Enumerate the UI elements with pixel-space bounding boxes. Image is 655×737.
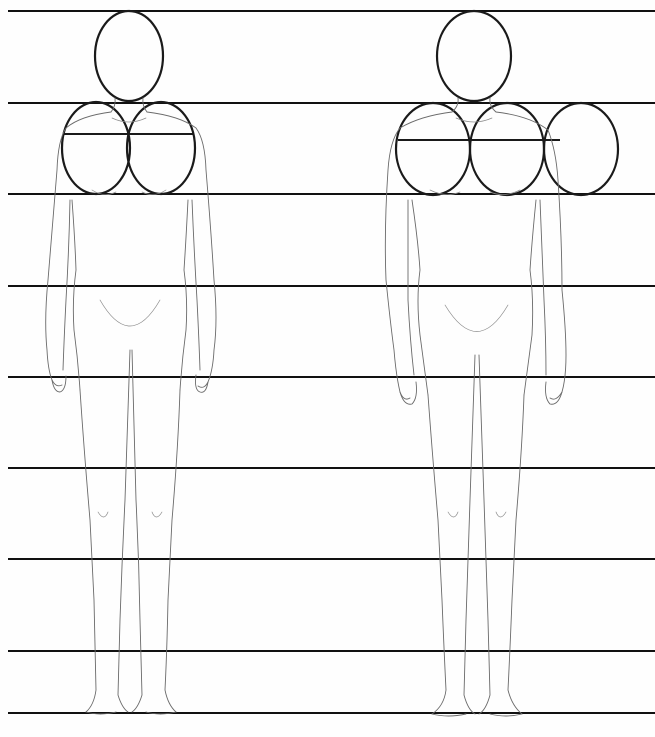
shoulder-circle-right-3 [544, 103, 618, 195]
body-details-right [430, 118, 520, 517]
body-outline-right [385, 98, 566, 716]
head-circle-right [437, 11, 511, 101]
shoulder-circle-left-2 [127, 102, 195, 194]
figure-left [46, 11, 216, 714]
guide-lines [8, 11, 655, 713]
shoulder-circle-right-2 [470, 103, 544, 195]
body-outline-left [46, 98, 216, 714]
shoulder-circle-left-1 [62, 102, 130, 194]
shoulder-circle-right-1 [396, 103, 470, 195]
head-circle-left [95, 11, 163, 101]
body-details-left [92, 118, 166, 517]
figure-right [385, 11, 618, 716]
